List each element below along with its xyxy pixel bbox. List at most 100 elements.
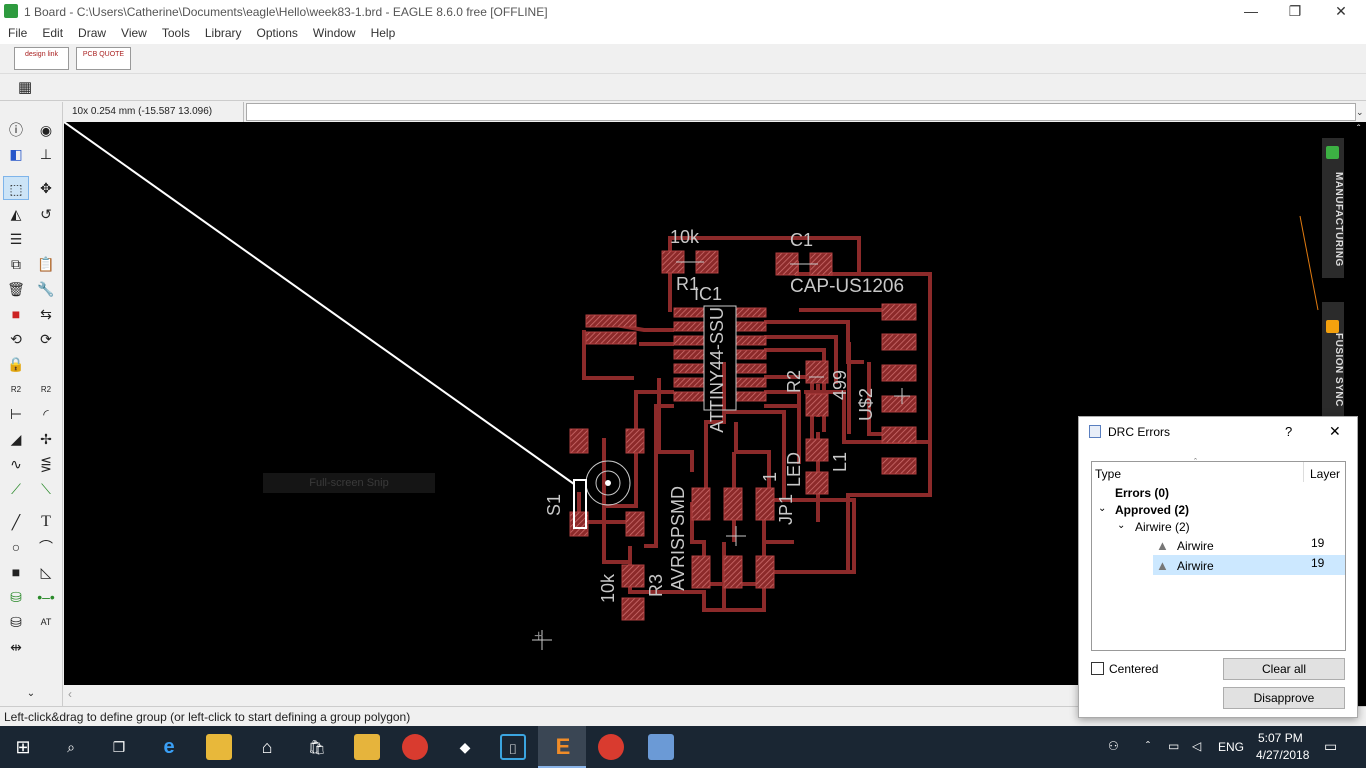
menu-draw[interactable]: Draw [78,26,107,40]
people-icon[interactable]: ⚇ [1108,739,1119,753]
replace-icon[interactable]: ⇆ [40,306,52,322]
align-icon[interactable]: ☰ [9,231,23,247]
chrome-icon-2[interactable] [598,734,624,760]
hole-icon[interactable]: ⛁ [10,614,22,630]
menu-help[interactable]: Help [370,26,396,40]
tray-chevron-icon[interactable]: ˆ [1146,739,1150,753]
gateswap-icon[interactable]: ⟳ [40,331,52,347]
move-icon[interactable]: ✥ [40,180,52,196]
attribute-icon[interactable]: AT [40,617,52,627]
rotate-icon[interactable]: ↺ [40,206,52,222]
layers-icon[interactable]: ◧ [9,146,23,162]
notifications-icon[interactable]: ▭ [1324,738,1338,754]
windows-start-icon[interactable]: ⊞ [15,737,31,757]
expand-tools-icon[interactable]: ⌄ [26,688,36,699]
search-icon[interactable]: ⌕ [67,739,75,755]
drc-error-list[interactable]: Type ˆ Layer Errors (0) ⌄ Approved (2) ⌄… [1091,457,1346,651]
restore-button[interactable]: ❐ [1288,3,1302,19]
file-explorer-icon[interactable] [206,734,232,760]
task-view-icon[interactable]: ❐ [112,739,126,755]
info-icon[interactable]: ⓘ [9,122,23,138]
app-diamond-icon[interactable]: ◆ [459,739,471,755]
signal-icon[interactable]: •–• [37,589,55,605]
delete-icon[interactable]: 🗑 [7,281,25,297]
menu-options[interactable]: Options [256,26,298,40]
command-input[interactable] [246,103,1356,121]
battery-icon[interactable]: ▭ [1168,739,1180,753]
language-indicator[interactable]: ENG [1218,740,1245,754]
ripup-icon[interactable]: ⟍ [41,481,51,497]
drc-close-button[interactable]: ✕ [1329,423,1341,439]
miter-icon[interactable]: ◜ [43,406,49,422]
scroll-left-icon[interactable]: ‹ [68,687,72,701]
mirror-icon[interactable]: ◭ [10,206,22,222]
menu-file[interactable]: File [8,26,28,40]
chrome-icon[interactable] [402,734,428,760]
line-icon[interactable]: ╱ [11,514,21,530]
circle-icon[interactable]: ○ [11,539,21,555]
eagle-taskbar-icon[interactable]: E [555,734,571,759]
selected-row[interactable] [1153,555,1345,575]
dimension-icon[interactable]: ⇹ [10,639,22,655]
pcb-quote-button[interactable]: PCB QUOTE [76,47,131,70]
eagle-taskbar-active[interactable] [538,726,586,768]
scroll-up-icon[interactable]: ˆ [1357,124,1361,135]
clock-time[interactable]: 5:07 PM [1258,731,1303,745]
close-button[interactable]: ✕ [1335,3,1347,19]
smash-icon[interactable]: ⊢ [9,406,23,422]
split-icon[interactable]: ◢ [10,431,22,447]
column-type-header[interactable]: Type [1095,467,1122,481]
manufacturing-tab[interactable]: MANUFACTURING [1322,138,1344,278]
arc-icon[interactable]: ⌒ [39,539,53,555]
chevron-down-icon[interactable]: ⌄ [1356,107,1364,117]
airwire-group[interactable]: Airwire (2) [1135,520,1190,534]
column-layer-header[interactable]: Layer [1310,467,1341,481]
photos-icon[interactable] [648,734,674,760]
group-select-icon[interactable]: ⬚ [3,176,29,200]
menu-edit[interactable]: Edit [42,26,64,40]
optimize-icon[interactable]: ✢ [40,431,52,447]
rect-icon[interactable]: ■ [11,564,21,580]
add-part-icon[interactable]: ■ [11,306,21,322]
menu-view[interactable]: View [121,26,147,40]
meander-icon[interactable]: ∿ [10,456,22,472]
volume-icon[interactable]: ◁ [1192,739,1202,753]
polygon-icon[interactable]: ◺ [40,564,52,580]
ratsnest-icon[interactable]: ⋚ [40,456,52,472]
via-icon[interactable]: ⛁ [10,589,22,605]
menu-library[interactable]: Library [204,26,242,40]
approved-group[interactable]: Approved (2) [1115,503,1190,517]
wrench-icon[interactable]: 🔧 [37,281,55,297]
airwire-item-1[interactable]: Airwire [1177,539,1214,553]
lock-icon[interactable]: 🔒 [7,356,25,372]
copy-icon[interactable]: ⧉ [11,256,21,272]
mark-icon[interactable]: ⊥ [39,146,53,162]
airwire-item-2[interactable]: Airwire [1177,559,1214,573]
home-icon[interactable]: ⌂ [261,737,273,757]
drc-help-button[interactable]: ? [1285,424,1293,439]
horizontal-scrollbar[interactable]: ‹ [64,685,1318,705]
swap-icon[interactable]: ⟲ [10,331,22,347]
airwire-chevron-icon[interactable]: ⌄ [1117,520,1126,531]
grid-icon[interactable]: ▦ [18,79,33,96]
notes-app-icon[interactable] [354,734,380,760]
app-bracket-icon[interactable]: ⌷ [500,734,526,760]
text-icon[interactable]: T [41,513,51,530]
clear-all-button[interactable]: Clear all [1223,658,1345,680]
approved-chevron-icon[interactable]: ⌄ [1098,503,1107,514]
eye-icon[interactable]: ◉ [39,122,53,138]
name-icon[interactable]: R2 [10,385,22,394]
board-canvas[interactable]: 10k R1 C1 CAP-US1206 IC1 ATTINY44-SSU R2… [64,122,1318,685]
minimize-button[interactable]: — [1244,3,1258,19]
paste-icon[interactable]: 📋 [37,256,55,272]
value-icon[interactable]: R2 [40,385,52,394]
route-icon[interactable]: ⟋ [11,481,21,497]
store-icon[interactable]: 🛍 [308,739,326,755]
clock-date[interactable]: 4/27/2018 [1256,748,1310,762]
menu-tools[interactable]: Tools [161,26,190,40]
menu-window[interactable]: Window [312,26,356,40]
edge-icon[interactable]: e [163,736,175,758]
design-link-button[interactable]: design link [14,47,69,70]
disapprove-button[interactable]: Disapprove [1223,687,1345,709]
errors-group[interactable]: Errors (0) [1115,486,1170,500]
